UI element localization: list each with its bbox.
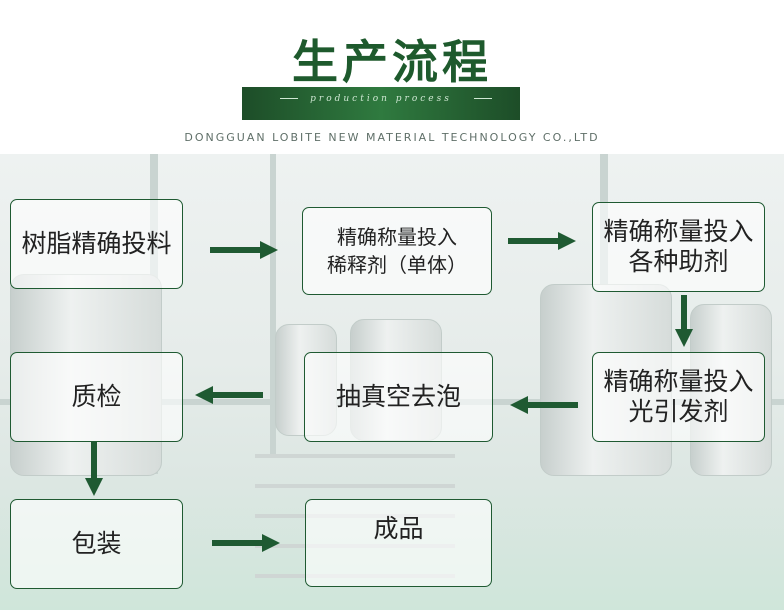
- arrow-right-icon: [210, 241, 278, 259]
- stair-step: [255, 484, 455, 488]
- step-diluent-feeding: 精确称量投入 稀释剂（单体）: [302, 207, 492, 295]
- step-label: 质检: [71, 382, 122, 411]
- arrow-right-icon: [212, 534, 280, 552]
- step-additive-feeding: 精确称量投入各种助剂: [592, 202, 765, 292]
- step-label: 精确称量投入各种助剂: [603, 217, 754, 276]
- arrow-left-icon: [195, 386, 263, 404]
- banner-right-line: [474, 98, 492, 99]
- step-packaging: 包装: [10, 499, 183, 589]
- step-finished-product: 成品: [305, 499, 492, 587]
- arrow-down-icon: [675, 295, 693, 347]
- header: 生产流程 production process DONGGUAN LOBITE …: [0, 0, 784, 154]
- step-resin-feeding: 树脂精确投料: [10, 199, 183, 289]
- pipe: [270, 154, 276, 454]
- stair-step: [255, 454, 455, 458]
- step-label: 树脂精确投料: [21, 229, 172, 258]
- banner-text: production process: [310, 94, 452, 104]
- title-banner: production process: [242, 87, 520, 120]
- step-label: 抽真空去泡: [335, 382, 461, 411]
- arrow-right-icon: [508, 232, 576, 250]
- step-vacuum-degassing: 抽真空去泡: [304, 352, 493, 442]
- banner-left-line: [280, 98, 298, 99]
- company-name: DONGGUAN LOBITE NEW MATERIAL TECHNOLOGY …: [184, 131, 600, 144]
- step-label: 精确称量投入光引发剂: [603, 367, 754, 426]
- step-label: 稀释剂（单体）: [327, 253, 467, 277]
- arrow-down-icon: [85, 442, 103, 496]
- step-label: 包装: [71, 529, 122, 558]
- page-title: 生产流程: [292, 35, 492, 89]
- step-photoinitiator-feeding: 精确称量投入光引发剂: [592, 352, 765, 442]
- step-quality-check: 质检: [10, 352, 183, 442]
- step-label: 精确称量投入: [337, 225, 457, 249]
- arrow-left-icon: [510, 396, 578, 414]
- step-label: 成品: [373, 514, 424, 543]
